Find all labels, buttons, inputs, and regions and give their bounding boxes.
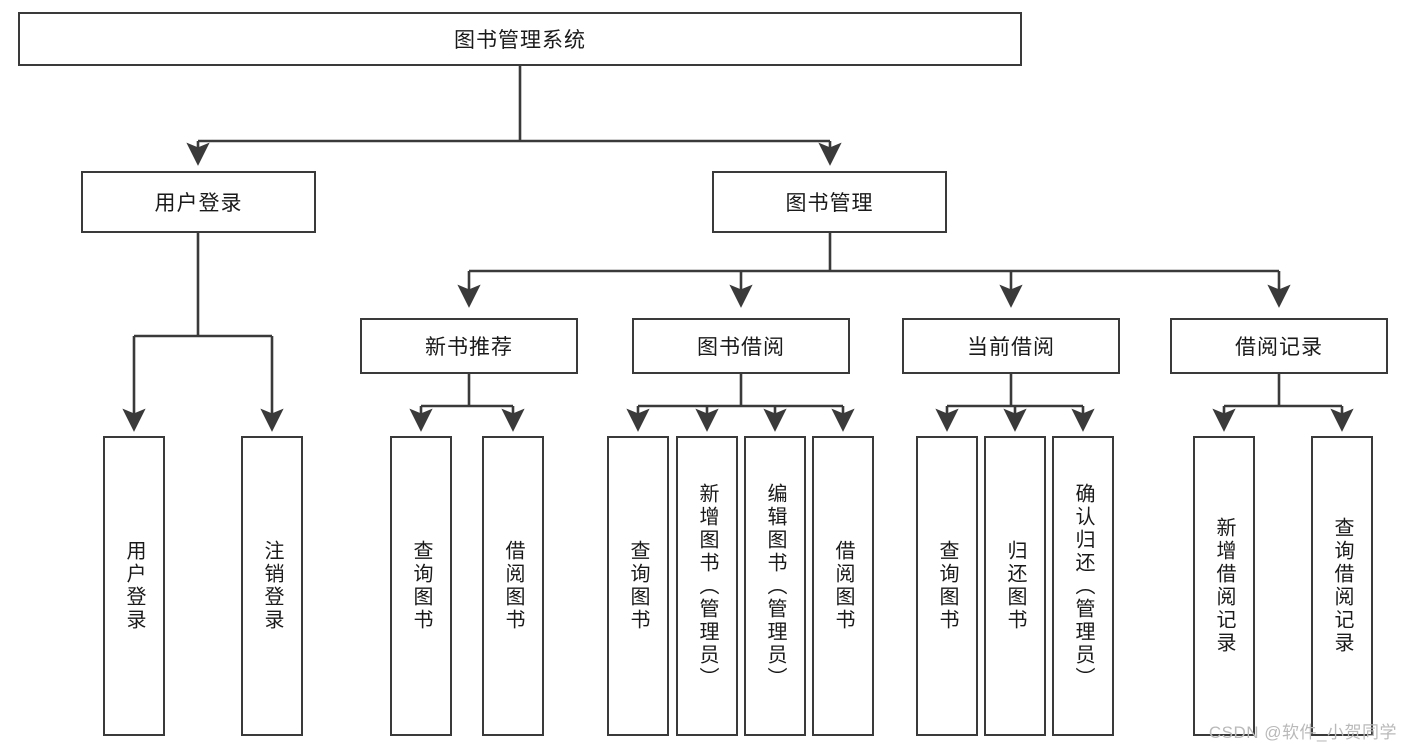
leaf-book-borrow-borrow-book[interactable]: 借阅图书 (812, 436, 874, 736)
leaf-current-borrow-confirm-return[interactable]: 确认归还（管理员） (1052, 436, 1114, 736)
node-borrow-record-label: 借阅记录 (1235, 336, 1323, 359)
node-user-login-label: 用户登录 (154, 192, 243, 215)
leaf-new-book-query-book[interactable]: 查询图书 (390, 436, 452, 736)
leaf-new-book-borrow-book[interactable]: 借阅图书 (482, 436, 544, 736)
leaf-label: 借阅图书 (832, 540, 854, 632)
node-book-borrow-label: 图书借阅 (697, 336, 785, 359)
leaf-label: 用户登录 (123, 540, 145, 632)
node-borrow-record[interactable]: 借阅记录 (1170, 318, 1388, 374)
leaf-label: 查询借阅记录 (1331, 517, 1353, 655)
leaf-label: 查询图书 (627, 540, 649, 632)
node-book-management[interactable]: 图书管理 (712, 171, 947, 233)
leaf-borrow-record-add-record[interactable]: 新增借阅记录 (1193, 436, 1255, 736)
leaf-label: 借阅图书 (502, 540, 524, 632)
node-root[interactable]: 图书管理系统 (18, 12, 1022, 66)
node-user-login[interactable]: 用户登录 (81, 171, 316, 233)
node-book-borrow[interactable]: 图书借阅 (632, 318, 850, 374)
node-book-management-label: 图书管理 (785, 192, 874, 215)
leaf-current-borrow-query-book[interactable]: 查询图书 (916, 436, 978, 736)
leaf-label: 归还图书 (1004, 540, 1026, 632)
leaf-label: 查询图书 (936, 540, 958, 632)
leaf-book-borrow-edit-book[interactable]: 编辑图书（管理员） (744, 436, 806, 736)
node-current-borrow[interactable]: 当前借阅 (902, 318, 1120, 374)
leaf-label: 查询图书 (410, 540, 432, 632)
leaf-borrow-record-query-record[interactable]: 查询借阅记录 (1311, 436, 1373, 736)
leaf-current-borrow-return-book[interactable]: 归还图书 (984, 436, 1046, 736)
node-new-book-recommend-label: 新书推荐 (425, 336, 513, 359)
leaf-label: 编辑图书（管理员） (764, 482, 786, 690)
node-root-label: 图书管理系统 (454, 29, 586, 52)
leaf-label: 注销登录 (261, 540, 283, 632)
leaf-label: 新增图书（管理员） (696, 482, 718, 690)
node-new-book-recommend[interactable]: 新书推荐 (360, 318, 578, 374)
leaf-book-borrow-query-book[interactable]: 查询图书 (607, 436, 669, 736)
leaf-label: 确认归还（管理员） (1072, 482, 1094, 690)
leaf-user-login-logout[interactable]: 注销登录 (241, 436, 303, 736)
leaf-label: 新增借阅记录 (1213, 517, 1235, 655)
watermark: CSDN @软件_小贺同学 (1208, 723, 1397, 742)
node-current-borrow-label: 当前借阅 (967, 336, 1055, 359)
leaf-book-borrow-add-book[interactable]: 新增图书（管理员） (676, 436, 738, 736)
leaf-user-login-login[interactable]: 用户登录 (103, 436, 165, 736)
